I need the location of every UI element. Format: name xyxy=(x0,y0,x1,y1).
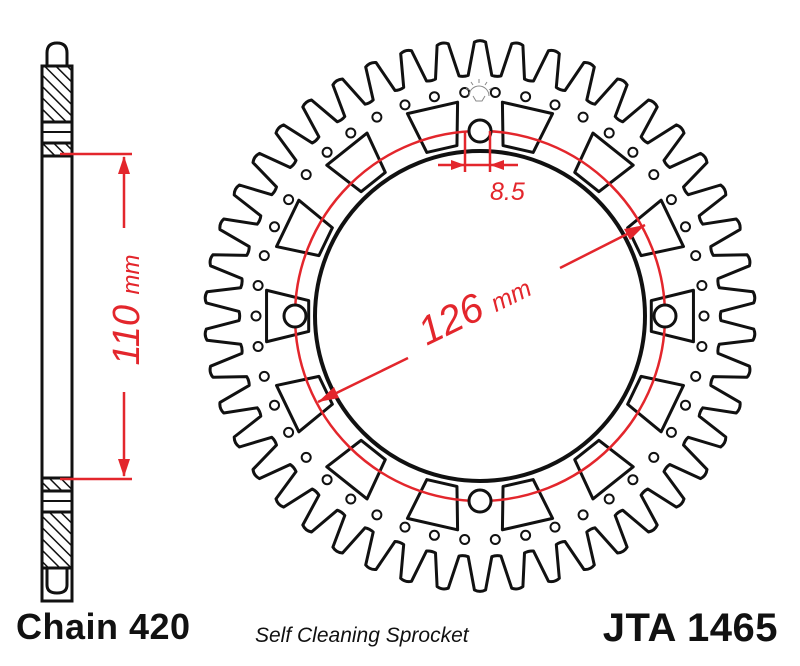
mud-relief-hole xyxy=(549,99,561,111)
mud-relief-hole xyxy=(648,451,660,463)
mud-relief-hole xyxy=(603,127,615,139)
height-arrow-bottom xyxy=(118,459,130,477)
part-number-label: JTA 1465 xyxy=(602,606,778,650)
mud-relief-hole xyxy=(321,474,333,486)
mud-relief-hole xyxy=(698,310,710,322)
pcd-dimension xyxy=(317,223,646,404)
brand-logo-mark xyxy=(465,79,493,102)
mud-relief-hole xyxy=(250,310,262,322)
mud-relief-hole xyxy=(577,111,589,123)
height-dimension xyxy=(60,152,132,481)
mud-relief-hole xyxy=(603,493,615,505)
lightening-window xyxy=(405,478,460,532)
height-unit: mm xyxy=(118,254,145,294)
lightening-window xyxy=(573,131,635,194)
mud-relief-hole xyxy=(371,111,383,123)
mud-relief-hole xyxy=(627,146,639,158)
mud-relief-hole xyxy=(252,280,264,291)
mud-relief-hole xyxy=(696,341,708,352)
mud-relief-hole xyxy=(258,250,270,262)
mud-relief-hole xyxy=(300,451,312,463)
height-arrow-top xyxy=(118,156,130,174)
lightening-window xyxy=(405,100,460,154)
mud-relief-hole xyxy=(283,426,295,438)
bolt-hole xyxy=(467,118,493,144)
center-bore xyxy=(313,149,647,483)
bolt-arrow-left xyxy=(451,160,465,170)
profile-hatch-bottom xyxy=(40,510,74,570)
lightening-window xyxy=(275,374,334,434)
height-value: 110 xyxy=(106,305,148,366)
mud-relief-hole xyxy=(283,194,295,206)
mud-relief-hole xyxy=(399,521,411,533)
height-dimension-label: 110 mm xyxy=(106,254,148,365)
mud-relief-hole xyxy=(577,509,589,521)
bolt-hole-value: 8.5 xyxy=(490,178,525,206)
side-profile-view xyxy=(40,41,74,603)
mud-relief-hole xyxy=(680,221,691,233)
mud-relief-hole xyxy=(665,194,677,206)
mud-relief-hole xyxy=(321,146,333,158)
lightening-window xyxy=(573,438,635,501)
bolt-hole xyxy=(467,488,493,514)
lightening-window xyxy=(626,374,685,434)
mud-relief-hole xyxy=(549,521,561,533)
svg-text:110 mm: 110 mm xyxy=(106,254,148,365)
mud-relief-hole xyxy=(520,529,532,541)
bolt-arrow-right xyxy=(490,160,504,170)
mud-relief-hole xyxy=(648,169,660,181)
profile-bottom-tip xyxy=(45,566,69,595)
mud-relief-hole xyxy=(371,509,383,521)
lightening-window xyxy=(626,198,685,258)
bolt-hole xyxy=(282,303,308,329)
mud-relief-hole xyxy=(345,493,357,505)
mud-relief-hole xyxy=(680,399,691,411)
mud-relief-hole xyxy=(428,91,440,103)
lightening-window xyxy=(325,438,387,501)
mud-relief-hole xyxy=(665,426,677,438)
chain-size-label: Chain 420 xyxy=(16,606,191,647)
bolt-hole xyxy=(652,303,678,329)
sprocket-face xyxy=(203,39,757,593)
mud-relief-hole xyxy=(258,370,270,382)
mud-relief-hole xyxy=(520,91,532,103)
mud-relief-hole xyxy=(690,370,702,382)
mud-relief-hole xyxy=(489,534,501,545)
mud-relief-hole xyxy=(252,341,264,352)
lightening-window xyxy=(325,131,387,194)
mud-relief-hole xyxy=(269,399,280,411)
pcd-arrow-right xyxy=(624,225,645,240)
bolt-hole-dimension xyxy=(438,131,518,172)
mud-relief-hole xyxy=(345,127,357,139)
lightening-window xyxy=(500,100,555,154)
mud-relief-hole xyxy=(300,169,312,181)
mud-relief-hole xyxy=(489,87,501,98)
mud-relief-hole xyxy=(696,280,708,291)
profile-hatch-top xyxy=(40,64,74,124)
sprocket-type-label: Self Cleaning Sprocket xyxy=(255,624,469,647)
mud-relief-hole xyxy=(690,250,702,262)
lightening-window xyxy=(500,478,555,532)
mud-relief-hole xyxy=(269,221,280,233)
profile-hatch-lower-hub xyxy=(40,476,74,493)
mud-relief-hole xyxy=(459,534,471,545)
profile-top-tip xyxy=(45,41,69,68)
mud-relief-hole xyxy=(399,99,411,111)
lightening-window xyxy=(275,198,334,258)
mud-relief-hole xyxy=(627,474,639,486)
pcd-arrow-left xyxy=(318,387,339,402)
mud-relief-hole xyxy=(428,529,440,541)
